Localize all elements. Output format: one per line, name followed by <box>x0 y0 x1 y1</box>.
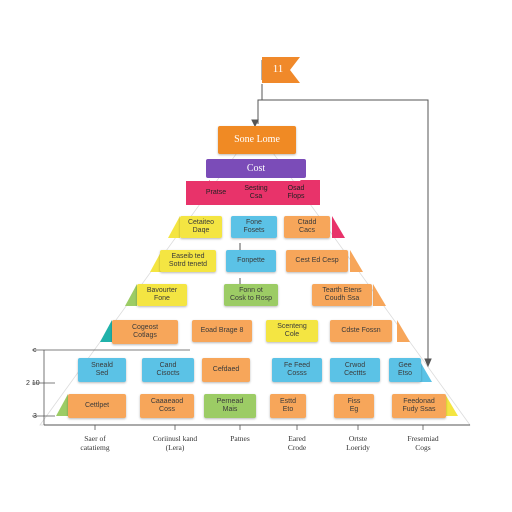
row1-box-2: Fone Fosets <box>231 216 277 238</box>
y-label-3: 3 <box>33 413 37 420</box>
row4-box-4: Cdste Fossn <box>330 320 392 342</box>
row5-box-3: Cefdaed <box>202 358 250 382</box>
triangle-mark-green-6 <box>56 394 68 416</box>
x-label-1: Saer of catatiemg <box>80 434 110 452</box>
triangle-mark-orange-2 <box>350 250 363 272</box>
pink-row-item-2: Sesting Csa <box>244 185 268 200</box>
pink-row-item-1: Pratse <box>205 189 227 196</box>
triangle-mark-green-3 <box>125 284 137 306</box>
y-label-1: c <box>33 347 37 354</box>
y-label-2: 2 10 <box>26 380 40 387</box>
row2-box-1: Easeib ted Sotrd tenetd <box>160 250 216 272</box>
row5-box-6: Gee Etso <box>389 358 421 382</box>
row3-box-2: Fonn ot Cosk to Rosp <box>224 284 278 306</box>
row4-box-3: Scenteng Cole <box>266 320 318 342</box>
row4-box-1: Cogeost Cotlags <box>112 320 178 344</box>
cost-header-bar: Cost <box>206 159 306 178</box>
row2-box-3: Cest Ed Cesp <box>286 250 348 272</box>
x-label-4: Eared Crode <box>287 434 307 452</box>
row6-box-2: Caaaeaod Coss <box>140 394 194 418</box>
row5-box-1: Sneald Sed <box>78 358 126 382</box>
row6-box-4: Esttd Eto <box>270 394 306 418</box>
triangle-mark-teal-4 <box>100 320 112 342</box>
triangle-mark-orange-3 <box>373 284 386 306</box>
row1-box-3: Ctadd Cacs <box>284 216 330 238</box>
row3-box-1: Bavourter Fone <box>137 284 187 306</box>
flag-label: 11 <box>272 63 284 75</box>
row6-box-1: Cettlpet <box>68 394 126 418</box>
triangle-mark-orange-4 <box>397 320 410 342</box>
triangle-mark-yellow-2 <box>150 250 162 272</box>
row5-box-2: Cand Cisocts <box>142 358 194 382</box>
row6-box-6: Feedonad Fudy Ssas <box>392 394 446 418</box>
row4-box-2: Eoad Brage 8 <box>192 320 252 342</box>
pink-row-item-3: Osad Flops <box>287 185 305 200</box>
x-label-6: Fresemiad Cogs <box>407 434 439 452</box>
x-label-2: Coriinusl kand (Lera) <box>152 434 198 452</box>
row3-box-3: Tearth Etens Coudh Ssa <box>312 284 372 306</box>
row5-box-5: Crwod Cecttts <box>330 358 380 382</box>
row2-box-2: Fonpette <box>226 250 276 272</box>
pink-row <box>186 181 320 205</box>
row6-box-3: Pernead Mais <box>204 394 256 418</box>
x-label-5: Ortste Loeridy <box>346 434 370 452</box>
row6-box-5: Fiss Eg <box>334 394 374 418</box>
x-label-3: Patnes <box>230 434 250 443</box>
row5-box-4: Fe Feed Cosss <box>272 358 322 382</box>
row1-box-1: Cetaiteo Daqe <box>180 216 222 238</box>
triangle-mark-red-1 <box>332 216 345 238</box>
top-node: Sone Lome <box>218 126 296 154</box>
triangle-mark-blue-5 <box>418 358 432 382</box>
x-axis-ticks <box>94 425 424 430</box>
flag-icon <box>261 57 300 83</box>
triangle-mark-yellow-6 <box>445 394 458 416</box>
triangle-mark-yellow-1 <box>168 216 180 238</box>
